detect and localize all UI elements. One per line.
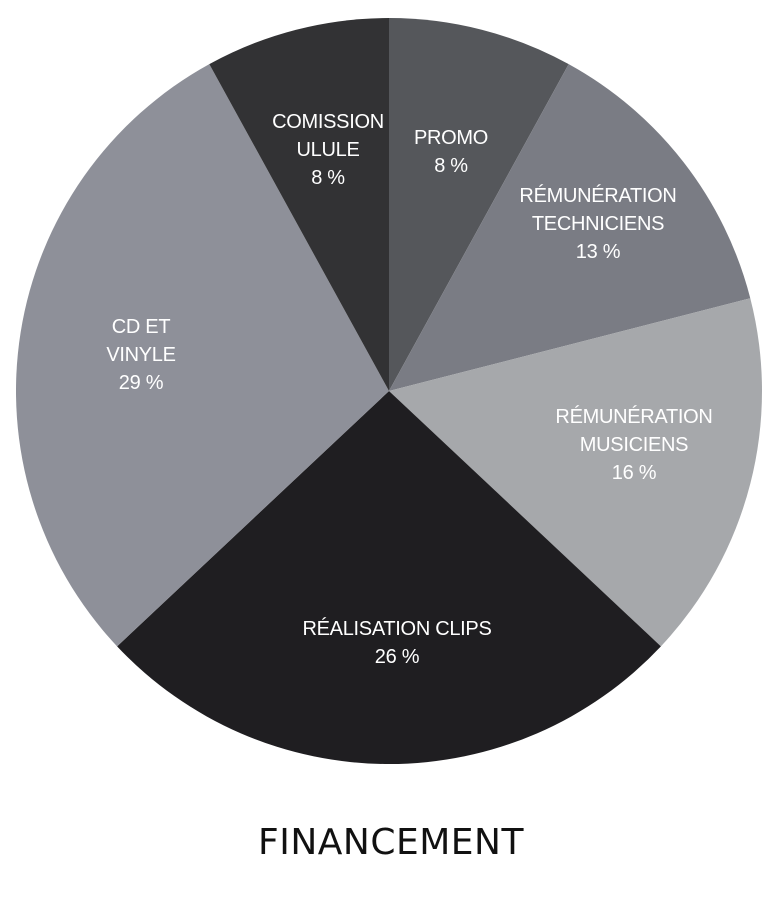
- slice-label: CD ET VINYLE 29 %: [106, 313, 176, 397]
- slice-value: 8 %: [311, 167, 345, 189]
- slice-label-text: TECHNICIENS: [531, 213, 665, 235]
- pie-chart: [15, 18, 763, 765]
- slice-value: 29 %: [118, 372, 164, 394]
- slice-value: 8 %: [434, 155, 468, 177]
- pie-slice: [15, 64, 390, 647]
- slice-label-text: ULULE: [296, 139, 360, 161]
- slice-label-text: COMISSION: [272, 111, 384, 133]
- slice-value: 26 %: [374, 646, 420, 668]
- slice-value: 16 %: [611, 462, 657, 484]
- slice-label-text: RÉALISATION CLIPS: [302, 618, 492, 640]
- pie-slice: [389, 298, 763, 647]
- pie-slice: [389, 18, 569, 391]
- pie-slice: [117, 391, 661, 765]
- slice-label-text: RÉMUNÉRATION: [555, 406, 713, 428]
- slice-label: RÉALISATION CLIPS 26 %: [302, 615, 491, 671]
- slice-value: 13 %: [575, 241, 621, 263]
- pie-slice: [389, 64, 751, 391]
- slice-label-text: PROMO: [413, 127, 489, 149]
- slice-label: COMISSION ULULE 8 %: [272, 108, 384, 192]
- slice-label-text: VINYLE: [106, 344, 176, 366]
- chart-title: FINANCEMENT: [258, 822, 524, 863]
- slice-label-text: RÉMUNÉRATION: [519, 185, 677, 207]
- slice-label: RÉMUNÉRATION TECHNICIENS 13 %: [519, 182, 676, 266]
- slice-label-text: MUSICIENS: [579, 434, 689, 456]
- slice-label: PROMO 8 %: [414, 124, 488, 180]
- pie-slice: [209, 18, 389, 391]
- slice-label-text: CD ET: [111, 316, 171, 338]
- slice-label: RÉMUNÉRATION MUSICIENS 16 %: [555, 403, 712, 487]
- pie-svg: [15, 18, 763, 765]
